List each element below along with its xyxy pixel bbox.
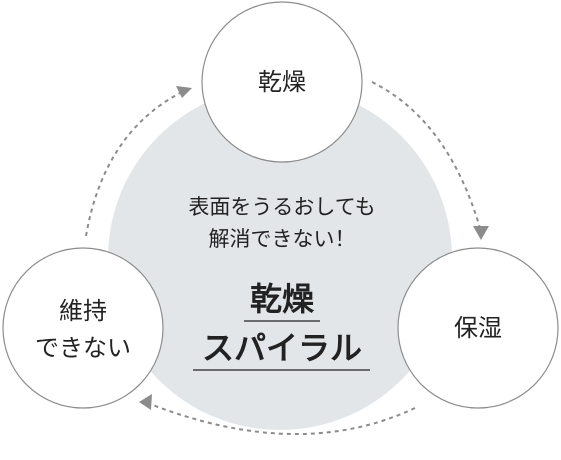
arrowhead-top (176, 86, 192, 98)
node-left-label-line2: できない (35, 334, 131, 362)
node-left-circle (2, 247, 164, 409)
arrow-heads (139, 86, 489, 410)
node-top-circle (201, 1, 363, 163)
arrow-top-to-right (371, 81, 481, 229)
arrow-left-to-top (85, 91, 183, 237)
center-title-line2: スパイラル (202, 329, 362, 367)
node-top-label: 乾燥 (258, 68, 306, 96)
arrowhead-right (473, 226, 489, 240)
arrow-right-to-left (149, 403, 416, 436)
node-right-circle (397, 247, 559, 409)
center-title-line1: 乾燥 (250, 280, 315, 318)
node-right-label: 保湿 (454, 314, 502, 342)
node-left-label-line1: 維持 (59, 297, 107, 325)
center-caption-line1: 表面をうるおしても (188, 195, 375, 219)
cycle-arrows (85, 81, 481, 436)
arrowhead-left (139, 394, 152, 410)
center-circle (108, 86, 452, 430)
center-caption-line2: 解消できない！ (209, 227, 356, 251)
